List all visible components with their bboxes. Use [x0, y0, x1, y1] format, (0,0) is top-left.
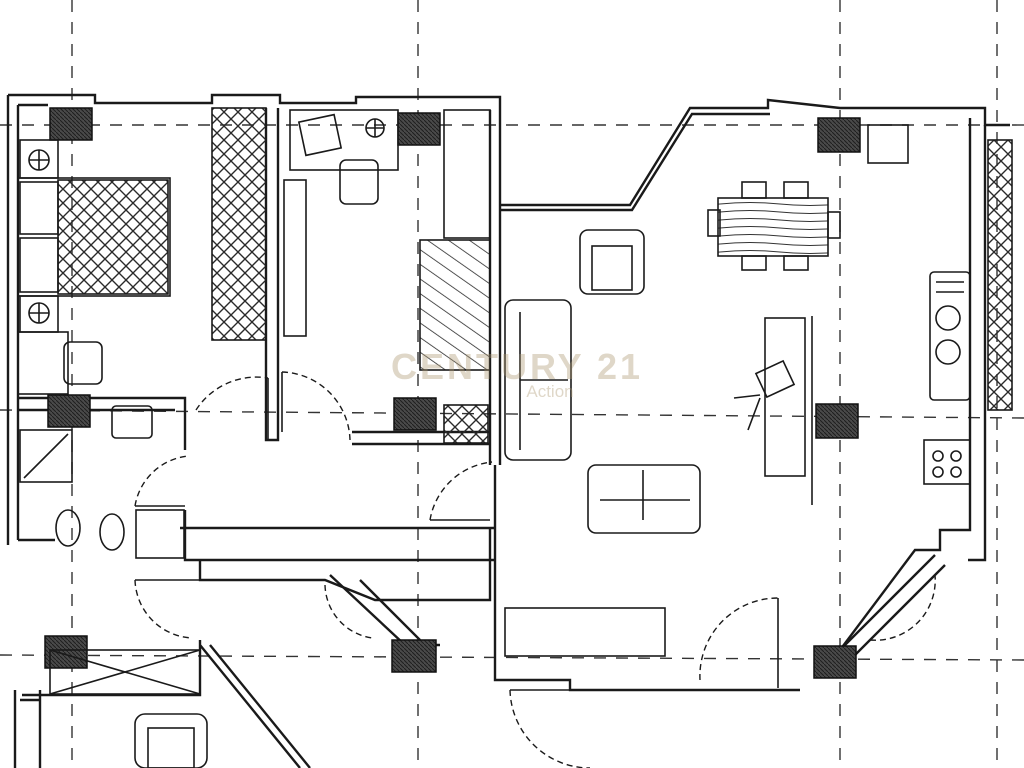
wall-right-outer — [968, 125, 987, 562]
sink — [111, 405, 153, 439]
column — [49, 107, 93, 141]
doors — [134, 371, 936, 768]
dining-table — [717, 197, 829, 257]
lamp-icon — [733, 359, 796, 431]
sink-double — [929, 271, 971, 401]
lamp-icon — [28, 149, 50, 171]
bathroom — [19, 405, 185, 559]
dining-chair — [741, 181, 767, 199]
stair — [49, 649, 208, 768]
desk-chair — [339, 159, 379, 205]
bedroom — [17, 107, 267, 395]
study — [283, 109, 491, 444]
grid-axis-h2 — [0, 409, 1024, 419]
column — [391, 639, 437, 673]
wall-bath-bottom — [18, 510, 495, 562]
sofa — [587, 464, 701, 534]
wardrobe-hatched — [211, 107, 267, 341]
stair-hatched — [419, 239, 491, 371]
column — [815, 403, 859, 439]
door-swing — [509, 689, 591, 768]
door-swing — [134, 579, 193, 639]
wall-top-left — [6, 93, 502, 545]
dining-chair — [707, 209, 721, 237]
tv-cabinet — [504, 607, 666, 657]
wall-lower-left — [13, 640, 311, 768]
bidet — [99, 513, 125, 551]
kitchen — [923, 139, 1013, 485]
cooktop — [923, 439, 971, 485]
door-swing — [429, 461, 493, 521]
toilet — [55, 509, 81, 547]
dining-chair — [741, 255, 767, 271]
wall-corridor-2 — [493, 465, 800, 692]
door-swing — [699, 597, 779, 681]
desk — [289, 109, 399, 171]
column — [397, 112, 441, 146]
column — [47, 394, 91, 428]
bed-frame — [17, 177, 171, 297]
column — [813, 645, 857, 679]
dining-chair — [783, 255, 809, 271]
dining-chair — [827, 211, 841, 239]
lamp-icon — [365, 118, 385, 138]
column — [817, 117, 861, 153]
shower-tray — [19, 429, 73, 483]
columns — [44, 107, 861, 679]
shelf — [283, 179, 307, 337]
washing-machine — [135, 509, 185, 559]
bed-pillow — [19, 237, 59, 293]
door-swing — [281, 371, 351, 441]
bookcase — [443, 109, 491, 239]
door-leaves — [135, 372, 779, 691]
bed-mattress — [57, 179, 169, 295]
door-swing — [134, 455, 189, 507]
nightstand — [19, 139, 59, 179]
sofa — [504, 299, 572, 461]
wall-lower — [329, 574, 440, 647]
bed-pillow — [19, 181, 59, 235]
room-divider — [764, 317, 806, 477]
chair — [63, 341, 103, 385]
wall-corridor — [198, 528, 492, 602]
door-swing — [195, 376, 269, 411]
wall-angled-entry-inner — [500, 112, 770, 212]
armchair — [579, 229, 645, 295]
column — [44, 635, 88, 669]
lamp-icon — [28, 302, 50, 324]
grid-axis-h3 — [0, 654, 1024, 661]
wall-right — [839, 118, 972, 651]
door-swing — [869, 574, 936, 641]
wardrobe — [17, 331, 69, 395]
storage-box — [443, 404, 489, 444]
dining-chair — [783, 181, 809, 199]
window-hatched — [987, 139, 1013, 411]
column — [393, 397, 437, 431]
desk-item — [297, 113, 343, 157]
wall-lower-left-2 — [20, 690, 42, 768]
living-room — [504, 124, 909, 657]
wall-angled-entry — [500, 98, 1010, 207]
wall-kitchen-angle — [839, 554, 946, 661]
wall-bath — [18, 396, 187, 450]
cabinet — [867, 124, 909, 164]
